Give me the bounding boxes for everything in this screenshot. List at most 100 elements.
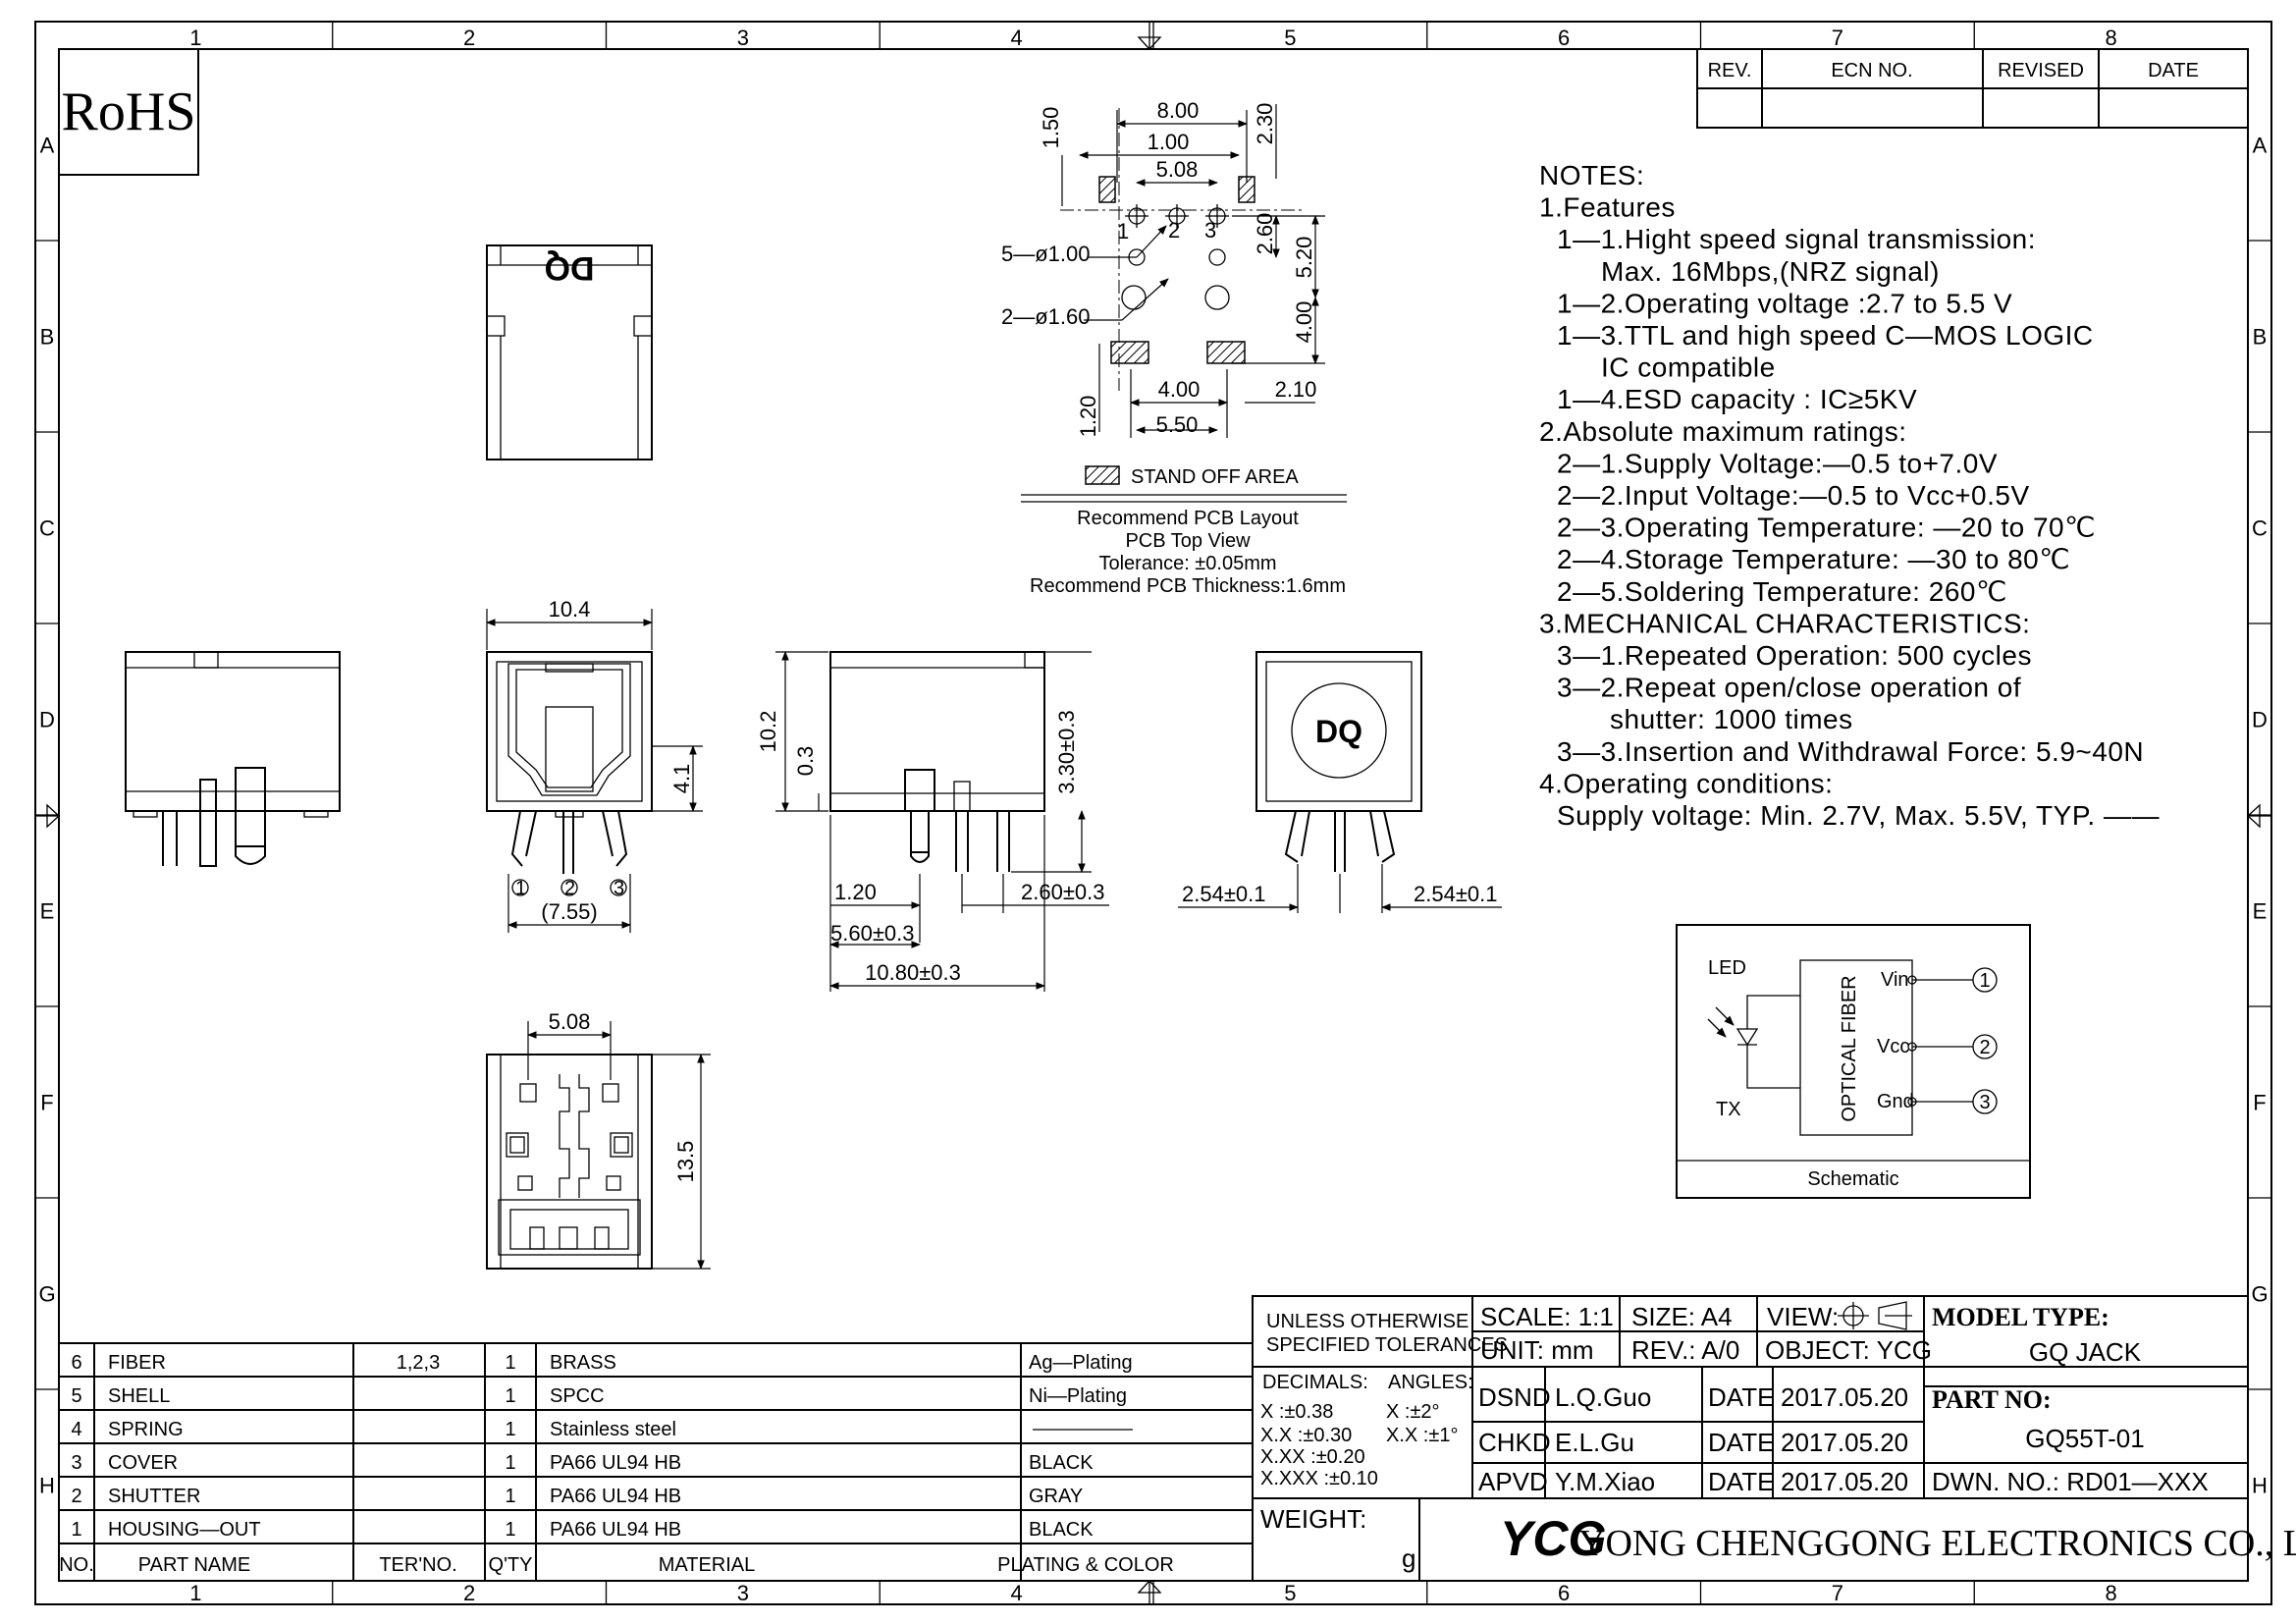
row-label-right: F bbox=[2253, 1091, 2266, 1115]
row-label-left: H bbox=[39, 1474, 55, 1498]
column-label-top: 5 bbox=[1284, 26, 1296, 50]
dsnd-date: 2017.05.20 bbox=[1781, 1382, 1908, 1412]
row-label-left: G bbox=[38, 1282, 55, 1307]
note-line: 2—5.Soldering Temperature: 260℃ bbox=[1557, 576, 2007, 607]
pcb-dim-4-00-v: 4.00 bbox=[1292, 301, 1316, 344]
bom-cell: SHUTTER bbox=[108, 1486, 200, 1507]
schematic-gnd: Gnd bbox=[1877, 1091, 1914, 1112]
led-label: LED bbox=[1708, 957, 1746, 979]
note-line: NOTES: bbox=[1539, 160, 1644, 190]
column-label-top: 7 bbox=[1832, 26, 1843, 50]
rohs-mark: RoHS bbox=[58, 48, 199, 176]
back-dim-left: 2.54±0.1 bbox=[1182, 882, 1265, 906]
company-logo: YCG bbox=[1500, 1511, 1606, 1566]
bom-cell: BLACK bbox=[1029, 1519, 1094, 1541]
side-dim-3-30: 3.30±0.3 bbox=[1054, 710, 1079, 793]
note-line: 1—1.Hight speed signal transmission: bbox=[1557, 224, 2036, 254]
rohs-text: RoHS bbox=[62, 81, 196, 142]
column-label-bottom: 5 bbox=[1284, 1581, 1296, 1605]
bom-cell: 1 bbox=[505, 1385, 515, 1407]
rev-field: REV.: A/0 bbox=[1631, 1335, 1739, 1365]
tolerance-head-2: SPECIFIED TOLERANCES bbox=[1266, 1334, 1508, 1356]
chkd-date: 2017.05.20 bbox=[1781, 1428, 1908, 1457]
bom-cell: 1 bbox=[505, 1486, 515, 1507]
pcb-dim-1-50: 1.50 bbox=[1039, 107, 1063, 149]
pcb-caption-4: Recommend PCB Thickness:1.6mm bbox=[1030, 575, 1346, 597]
size-field: SIZE: A4 bbox=[1631, 1302, 1733, 1331]
rev-header: REV. bbox=[1708, 60, 1752, 81]
schematic-vin: Vin bbox=[1881, 969, 1909, 991]
bom-cell: 1,2,3 bbox=[397, 1352, 440, 1374]
pcb-dim-4-00-h: 4.00 bbox=[1158, 377, 1201, 402]
column-label-bottom: 4 bbox=[1011, 1581, 1023, 1605]
column-label-top: 2 bbox=[463, 26, 475, 50]
row-label-left: B bbox=[40, 325, 55, 350]
dsnd-date-label: DATE bbox=[1708, 1382, 1774, 1412]
bom-cell: 1 bbox=[505, 1452, 515, 1474]
bom-cell: 5 bbox=[71, 1385, 81, 1407]
bom-cell: 1 bbox=[505, 1519, 515, 1541]
scale-field: SCALE: 1:1 bbox=[1480, 1302, 1614, 1331]
column-label-top: 1 bbox=[189, 26, 201, 50]
decimals-label: DECIMALS: bbox=[1262, 1372, 1368, 1393]
column-label-bottom: 3 bbox=[737, 1581, 749, 1605]
back-view-logo: DQ bbox=[1315, 714, 1362, 749]
row-label-right: A bbox=[2253, 134, 2268, 158]
apvd-name: Y.M.Xiao bbox=[1555, 1467, 1655, 1496]
top-view: DQ bbox=[486, 244, 653, 460]
tolerance-xx: X.X :±0.30 bbox=[1260, 1425, 1352, 1446]
bom-cell: 6 bbox=[71, 1352, 81, 1374]
pcb-dim-2-60: 2.60 bbox=[1253, 213, 1277, 255]
note-line: 4.Operating conditions: bbox=[1539, 768, 1833, 798]
column-label-bottom: 7 bbox=[1832, 1581, 1843, 1605]
note-line: 3—3.Insertion and Withdrawal Force: 5.9~… bbox=[1557, 736, 2144, 767]
row-label-left: A bbox=[40, 134, 55, 158]
view-field: VIEW: bbox=[1767, 1302, 1839, 1331]
schematic-num-2: 2 bbox=[1979, 1037, 1990, 1058]
pcb-dim-2-30: 2.30 bbox=[1253, 103, 1277, 145]
bom-cell: 1 bbox=[505, 1419, 515, 1440]
side-dim-0-3: 0.3 bbox=[793, 746, 818, 777]
schematic-num-3: 3 bbox=[1979, 1092, 1990, 1113]
bom-cell: FIBER bbox=[108, 1352, 166, 1374]
note-line: 1—2.Operating voltage :2.7 to 5.5 V bbox=[1557, 288, 2012, 318]
row-label-right: E bbox=[2253, 899, 2268, 924]
bom-cell: 2 bbox=[71, 1486, 81, 1507]
pcb-pin-label-3: 3 bbox=[1204, 218, 1216, 243]
bom-cell: GRAY bbox=[1029, 1486, 1083, 1507]
pcb-hole-small-label: 5—ø1.00 bbox=[1001, 242, 1091, 266]
bom-cell: SPRING bbox=[108, 1419, 184, 1440]
weight-unit: g bbox=[1402, 1543, 1415, 1573]
note-line: Max. 16Mbps,(NRZ signal) bbox=[1601, 256, 1940, 287]
column-label-bottom: 6 bbox=[1558, 1581, 1570, 1605]
bom-header: PART NAME bbox=[138, 1554, 250, 1576]
unit-field: UNIT: mm bbox=[1480, 1335, 1594, 1365]
front-dim-width: 10.4 bbox=[549, 597, 591, 622]
bom-header: NO. bbox=[59, 1554, 94, 1576]
front-dim-height: 4.1 bbox=[669, 764, 694, 794]
object-field: OBJECT: YCG bbox=[1765, 1335, 1932, 1365]
company-name: YONG CHENGGONG ELECTRONICS CO., LTD. bbox=[1578, 1523, 2296, 1564]
angle-x: X :±2° bbox=[1386, 1401, 1440, 1423]
pcb-dim-1-00: 1.00 bbox=[1148, 130, 1190, 154]
drawing-number: DWN. NO.: RD01—XXX bbox=[1932, 1467, 2209, 1496]
bom-cell: SHELL bbox=[108, 1385, 170, 1407]
note-line: 2—1.Supply Voltage:—0.5 to+7.0V bbox=[1557, 448, 1998, 478]
title-block: UNLESS OTHERWISE SPECIFIED TOLERANCES DE… bbox=[1252, 1295, 2296, 1582]
pcb-pin-label-1: 1 bbox=[1117, 219, 1129, 244]
angles-label: ANGLES: bbox=[1388, 1372, 1473, 1393]
bom-cell: 3 bbox=[71, 1452, 81, 1474]
pcb-dim-5-08: 5.08 bbox=[1156, 157, 1199, 182]
column-label-top: 8 bbox=[2106, 26, 2117, 50]
chkd-date-label: DATE bbox=[1708, 1428, 1774, 1457]
note-line: Supply voltage: Min. 2.7V, Max. 5.5V, TY… bbox=[1557, 800, 2160, 831]
note-line: 3.MECHANICAL CHARACTERISTICS: bbox=[1539, 608, 2030, 638]
bom-cell: PA66 UL94 HB bbox=[550, 1519, 681, 1541]
column-label-top: 6 bbox=[1558, 26, 1570, 50]
bom-cell: Ag—Plating bbox=[1029, 1352, 1133, 1374]
left-side-view bbox=[125, 651, 341, 867]
